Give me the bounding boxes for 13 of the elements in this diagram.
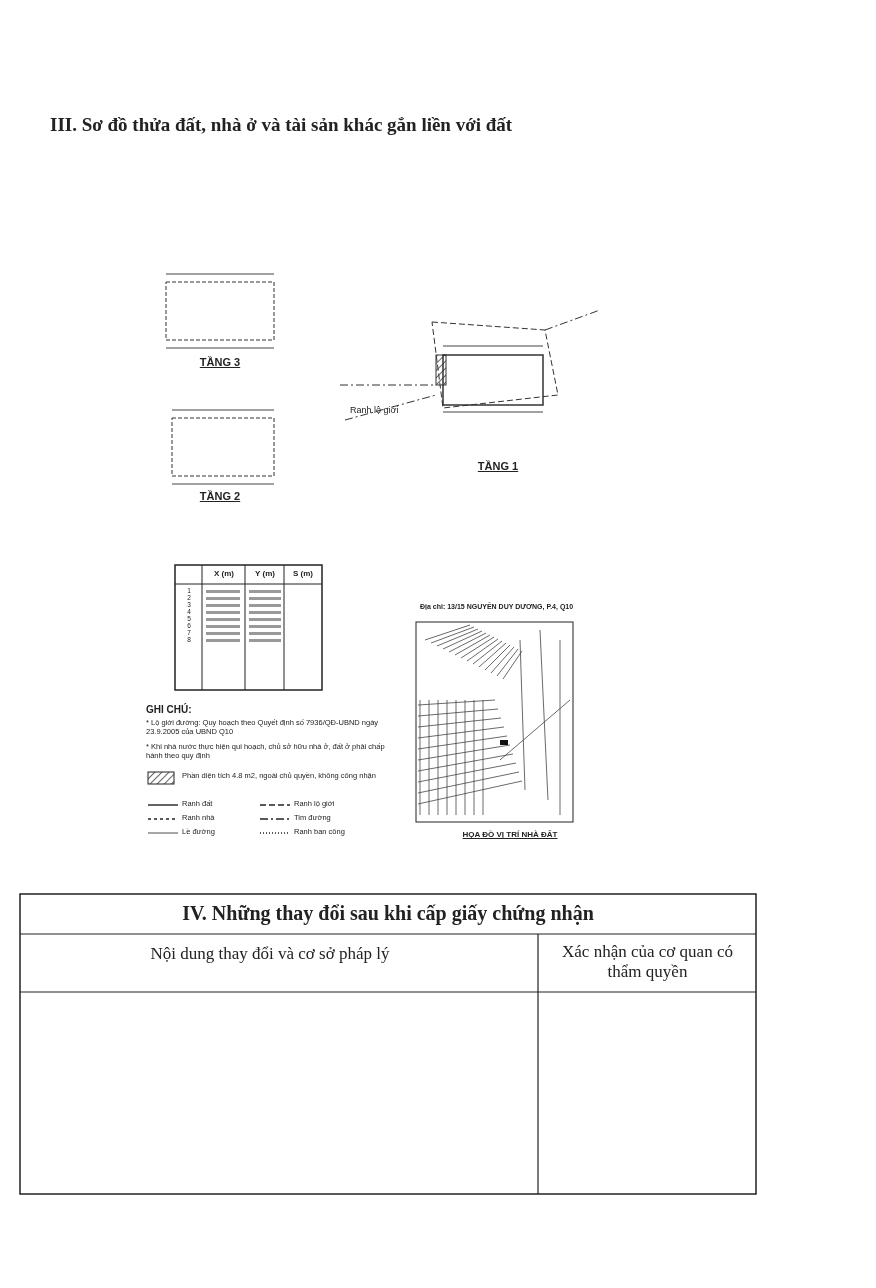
boundary-label: Ranh lộ giới — [350, 405, 400, 416]
map-caption: HỌA ĐỒ VỊ TRÍ NHÀ ĐẤT — [461, 830, 559, 840]
floor-label: TẦNG 2 — [198, 490, 242, 503]
column-header: Nội dung thay đổi và cơ sở pháp lý — [149, 944, 391, 964]
notes-heading: GHI CHÚ: — [146, 704, 193, 716]
section-heading: III. Sơ đồ thửa đất, nhà ở và tài sản khác gắn liền với đất — [50, 114, 514, 136]
column-header: Xác nhận của cơ quan có thẩm quyền — [561, 942, 734, 982]
table-heading: IV. Những thay đổi sau khi cấp giấy chứng nhận — [181, 902, 595, 925]
column-header: X (m) — [213, 569, 235, 579]
column-header: Y (m) — [254, 569, 276, 579]
column-header: S (m) — [292, 569, 314, 579]
floor-label: TẦNG 1 — [476, 460, 520, 473]
floor-label: TẦNG 3 — [198, 356, 242, 369]
